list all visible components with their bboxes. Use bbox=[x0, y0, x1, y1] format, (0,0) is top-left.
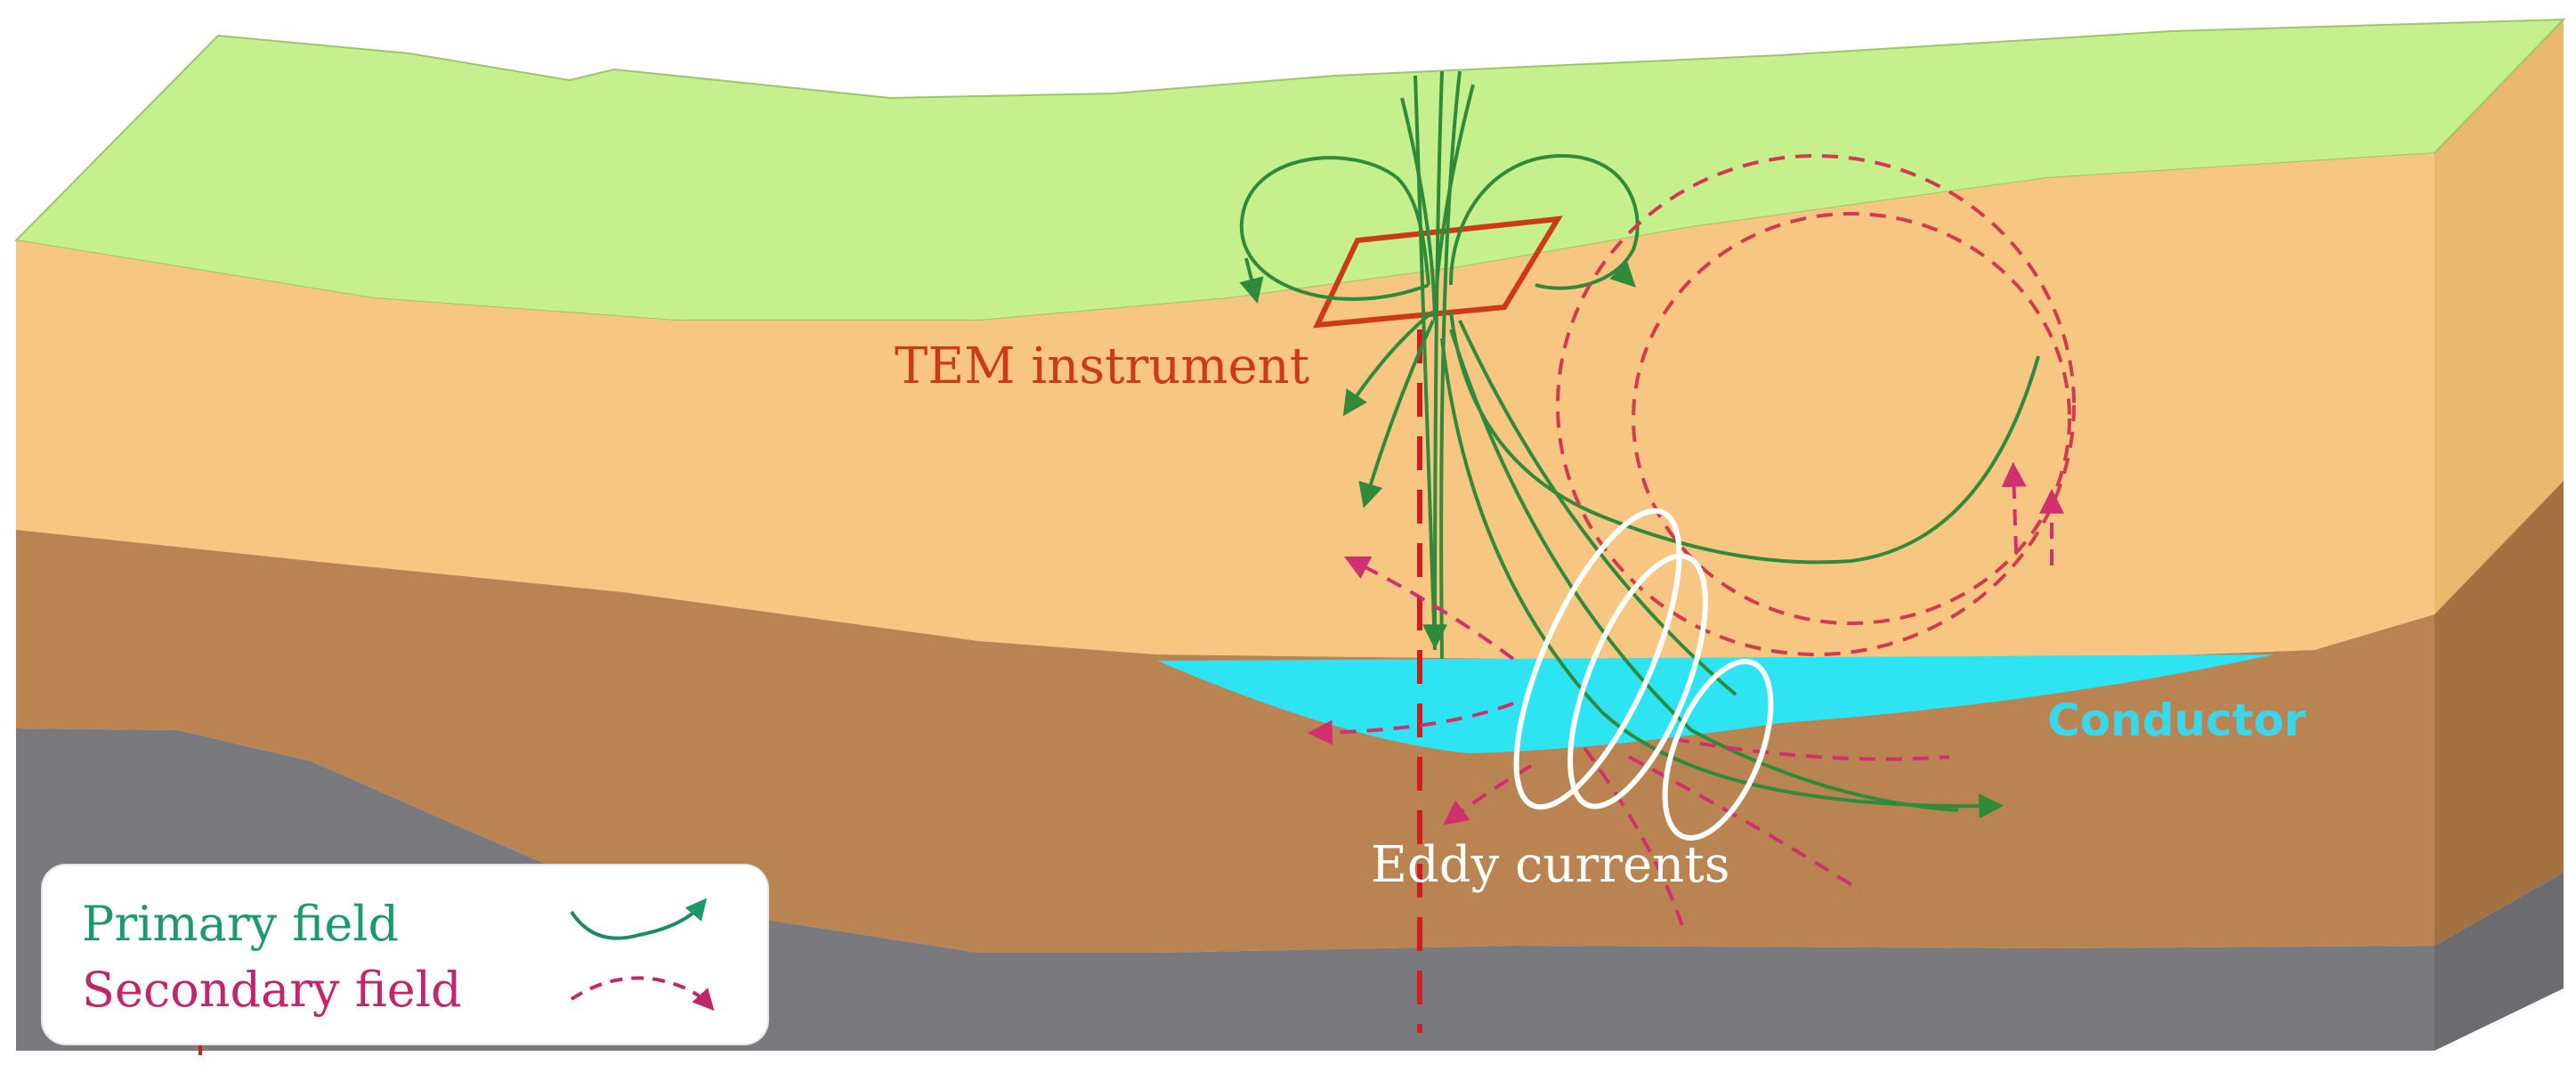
layer-sand bbox=[16, 153, 2434, 663]
side-face-brown bbox=[2434, 481, 2564, 946]
legend-secondary-symbol bbox=[570, 976, 715, 1012]
primary-field-loop-right bbox=[1449, 153, 1640, 290]
secondary-field-line bbox=[1343, 556, 1515, 661]
legend-primary-symbol bbox=[570, 898, 708, 940]
primary-field-loop-left bbox=[1239, 156, 1430, 301]
legend-primary-label: Primary field bbox=[82, 896, 400, 952]
eddy-current-loop bbox=[1513, 508, 1682, 810]
primary-field-lines bbox=[1239, 70, 2040, 819]
block-side-face bbox=[2434, 20, 2564, 1051]
secondary-field-line bbox=[1673, 737, 1950, 761]
eddy-currents-label: Eddy currents bbox=[1371, 836, 1729, 894]
secondary-field-line bbox=[1583, 746, 1684, 927]
eddy-current-loop bbox=[1662, 658, 1774, 841]
primary-field-line bbox=[1458, 320, 1738, 696]
secondary-field-loop-outer bbox=[1556, 154, 2076, 656]
secondary-field-line bbox=[1443, 764, 1533, 825]
eddy-current-loops bbox=[1513, 508, 1774, 841]
secondary-field-line bbox=[1628, 755, 1862, 892]
legend-secondary-label: Secondary field bbox=[82, 962, 462, 1018]
side-face-sand bbox=[2434, 20, 2564, 614]
primary-field-line bbox=[1449, 329, 1959, 812]
secondary-field-line bbox=[2001, 461, 2027, 553]
primary-field-line bbox=[1400, 97, 1437, 321]
secondary-field-line bbox=[1307, 702, 1514, 745]
primary-field-line bbox=[1433, 84, 1475, 321]
secondary-field-loop-inner bbox=[1632, 212, 2071, 625]
primary-field-line bbox=[1342, 310, 1435, 417]
primary-field-loop-large bbox=[1449, 311, 2040, 565]
primary-field-line bbox=[1439, 70, 1462, 660]
layer-brown bbox=[16, 530, 2434, 953]
tem-instrument-label: TEM instrument bbox=[895, 337, 1310, 395]
conductor-body bbox=[1157, 654, 2274, 753]
eddy-current-loop bbox=[1567, 553, 1708, 809]
primary-field-line bbox=[1358, 320, 1435, 508]
secondary-field-lines bbox=[1307, 154, 2076, 927]
primary-field-line bbox=[1414, 75, 1437, 651]
conductor-label: Conductor bbox=[2047, 695, 2306, 746]
side-face-rock bbox=[2434, 873, 2564, 1051]
primary-field-line bbox=[1440, 337, 2005, 819]
legend-box: Primary field Secondary field bbox=[43, 866, 767, 1044]
